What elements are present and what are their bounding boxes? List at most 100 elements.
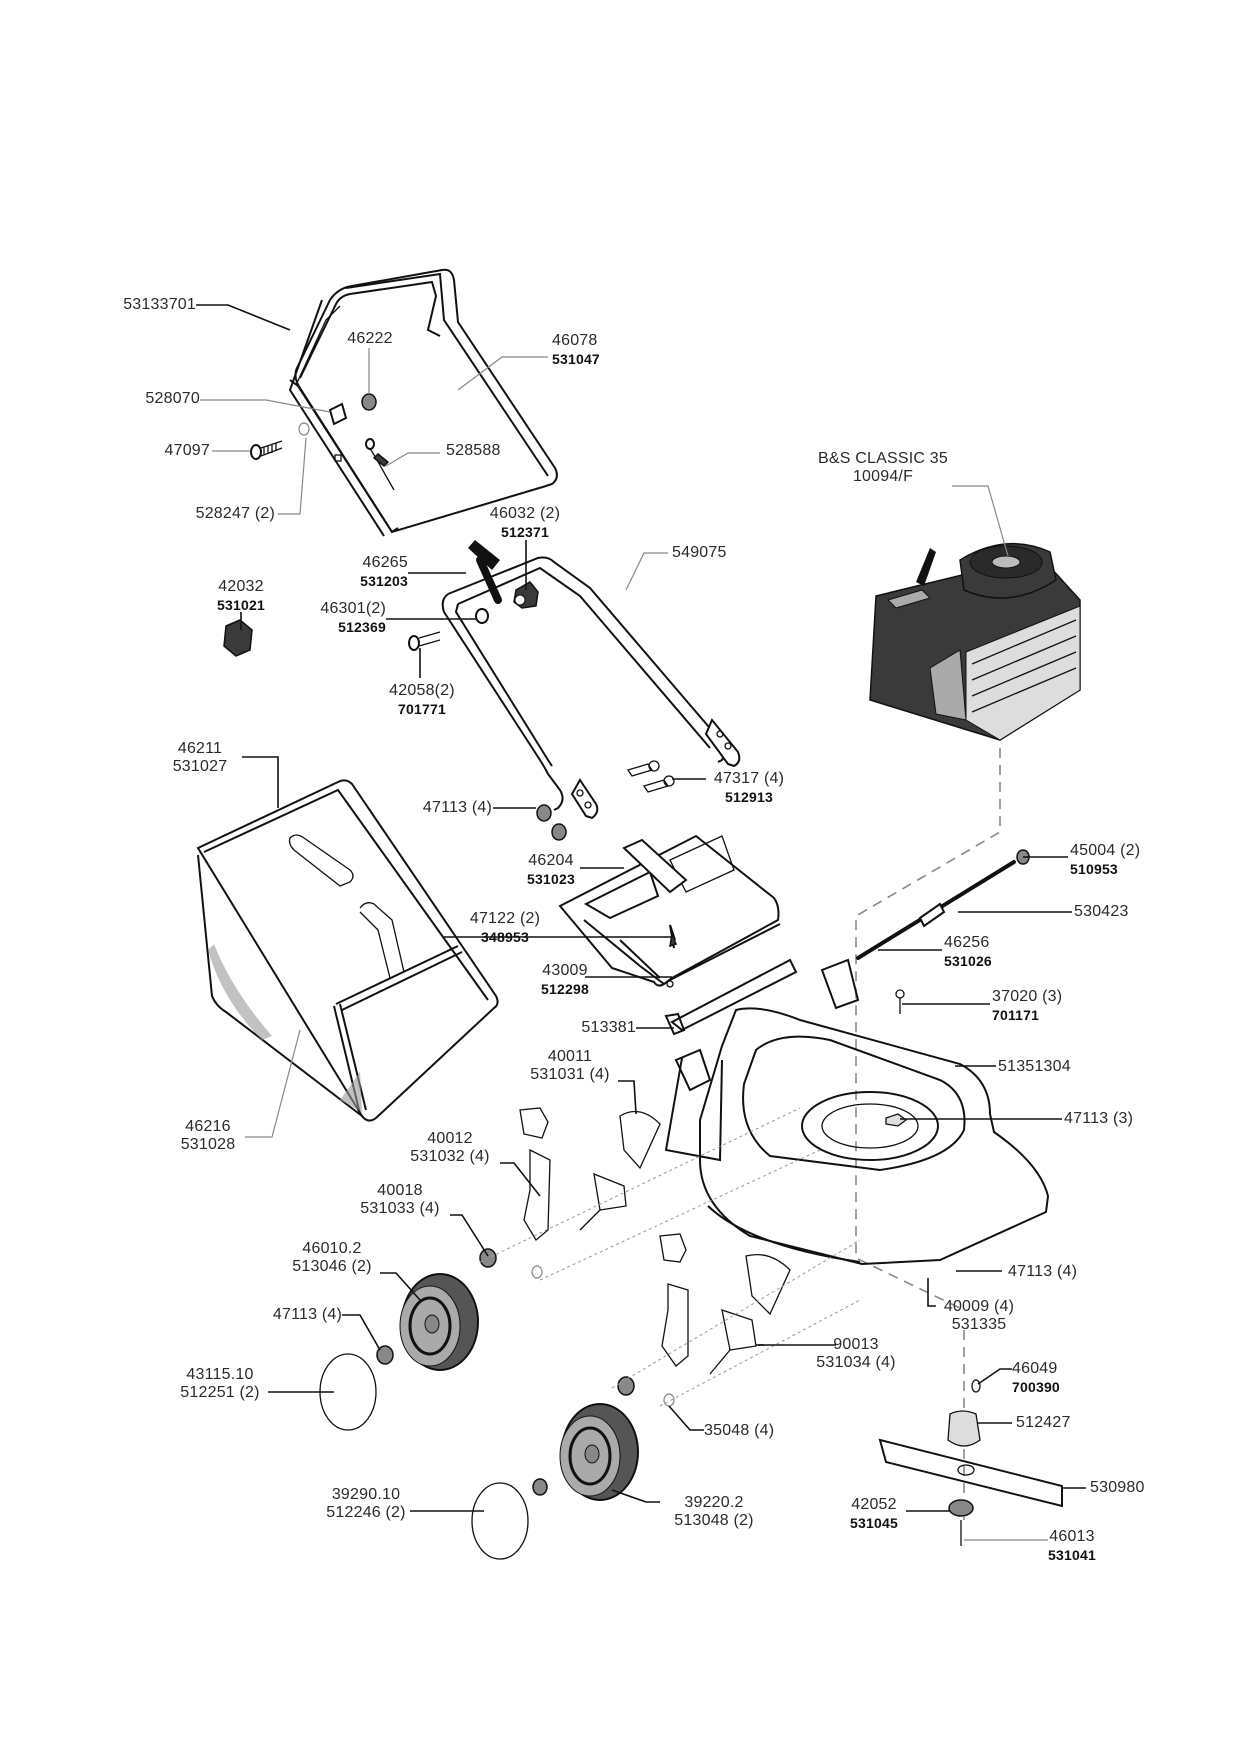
part-number: 43009 xyxy=(542,962,588,979)
part-label-blade-adapter[interactable]: 512427 xyxy=(1016,1414,1071,1432)
part-number-alt: 512251 (2) xyxy=(180,1384,260,1401)
part-number: 40012 xyxy=(427,1130,473,1147)
part-label-bracket-nut[interactable]: 47113 (4) xyxy=(1008,1263,1077,1281)
part-label-deck[interactable]: 51351304 xyxy=(998,1058,1071,1076)
part-label-bracket-washer[interactable]: 40009 (4)531335 xyxy=(934,1298,1024,1334)
part-label-lock-nut-handle[interactable]: 47113 (4) xyxy=(410,799,492,817)
top-small-parts xyxy=(250,393,395,491)
part-number: 46204 xyxy=(528,852,574,869)
part-number-alt: 512369 xyxy=(338,619,386,635)
part-label-flap-hinge[interactable]: 513381 xyxy=(560,1019,636,1037)
part-label-handle-nut[interactable]: 46222 xyxy=(340,330,400,348)
part-label-carriage-bolt[interactable]: 47097 xyxy=(130,442,210,460)
part-number-alt: 531031 (4) xyxy=(530,1066,610,1083)
part-number: 47113 (4) xyxy=(272,1306,342,1323)
lower-handle-drawing xyxy=(441,540,741,820)
handle-screws-drawing xyxy=(626,760,675,793)
part-number: 43115.10 xyxy=(186,1366,254,1383)
part-number: 42032 xyxy=(218,578,264,595)
part-number-alt: 510953 xyxy=(1070,861,1118,877)
engine-model: B&S CLASSIC 35 xyxy=(818,450,948,467)
part-label-upper-handle[interactable]: 53133701 xyxy=(96,296,196,314)
part-number: 47113 (4) xyxy=(1008,1263,1078,1280)
part-number-alt: 531034 (4) xyxy=(816,1354,896,1371)
part-number: 46216 xyxy=(185,1118,231,1135)
handle-bolt-drawing xyxy=(408,631,441,651)
part-number: 53133701 xyxy=(123,296,196,313)
part-number: 42058(2) xyxy=(389,682,455,699)
part-label-handle-bushing[interactable]: 46301(2)512369 xyxy=(310,600,386,636)
part-number: 45004 (2) xyxy=(1070,842,1141,859)
part-number-alt: 531203 xyxy=(360,573,408,589)
part-label-cable-clip[interactable]: 528070 xyxy=(110,390,200,408)
part-number-alt: 531047 xyxy=(552,351,600,367)
part-label-wheel-nut[interactable]: 47113 (4) xyxy=(258,1306,342,1324)
grass-bag-drawing xyxy=(196,779,499,1122)
part-label-flap-rod[interactable]: 46256 531026 xyxy=(944,934,992,970)
part-label-blade[interactable]: 530980 xyxy=(1090,1479,1145,1497)
part-label-engine-bolt[interactable]: 37020 (3) 701171 xyxy=(992,988,1062,1024)
part-number: 46049 xyxy=(1012,1360,1058,1377)
part-number: 37020 (3) xyxy=(992,988,1063,1005)
part-label-engine-nut[interactable]: 45004 (2) 510953 xyxy=(1070,842,1140,878)
part-number-alt: 512298 xyxy=(541,981,589,997)
part-number: 528588 xyxy=(446,442,501,459)
part-number: 39220.2 xyxy=(684,1494,744,1511)
part-label-deck-nut[interactable]: 47113 (3) xyxy=(1064,1110,1133,1128)
part-number: 40011 xyxy=(547,1048,593,1065)
upper-handle-drawing xyxy=(288,268,558,537)
deck-drawing xyxy=(664,958,1050,1266)
part-label-handle-bolt[interactable]: 42058(2)701771 xyxy=(384,682,460,718)
part-number: 46032 (2) xyxy=(489,505,561,522)
part-number: 46256 xyxy=(944,934,990,951)
part-number-alt: 531026 xyxy=(944,953,992,969)
part-number: 47097 xyxy=(164,442,210,459)
part-label-rear-flap[interactable]: 43009 512298 xyxy=(534,962,596,998)
part-number: 47113 (3) xyxy=(1064,1110,1134,1127)
part-number-alt: 531027 xyxy=(172,758,228,775)
part-number: 530980 xyxy=(1090,1479,1145,1496)
part-number: 35048 (4) xyxy=(704,1422,775,1439)
part-label-handle-screw[interactable]: 47317 (4)512913 xyxy=(704,770,794,806)
part-label-flap-spring[interactable]: 530423 xyxy=(1074,903,1129,921)
part-number: 47122 (2) xyxy=(469,910,541,927)
blade-assembly-drawing xyxy=(878,1379,1063,1546)
part-number: 513381 xyxy=(581,1019,636,1036)
part-label-cable-stop[interactable]: 528588 xyxy=(446,442,501,460)
part-number: 40018 xyxy=(377,1182,423,1199)
part-number: 51351304 xyxy=(998,1058,1071,1075)
part-number: 46010.2 xyxy=(302,1240,362,1257)
part-label-handle-knob[interactable]: 46032 (2)512371 xyxy=(480,505,570,541)
part-number: 549075 xyxy=(672,544,727,561)
part-number: 46222 xyxy=(347,330,393,347)
part-label-washer[interactable]: 528247 (2) xyxy=(160,505,275,523)
part-number-alt: 701171 xyxy=(992,1007,1040,1023)
part-label-lower-handle[interactable]: 549075 xyxy=(672,544,727,562)
part-number: 512427 xyxy=(1016,1414,1071,1431)
part-label-lid-screw[interactable]: 47122 (2)348953 xyxy=(462,910,548,946)
part-number-alt: 531335 xyxy=(951,1316,1007,1333)
part-label-axle-washer[interactable]: 35048 (4) xyxy=(704,1422,774,1440)
part-number: 46013 xyxy=(1049,1528,1095,1545)
part-number: 40009 (4) xyxy=(943,1298,1015,1315)
part-number: 42052 xyxy=(851,1496,897,1513)
